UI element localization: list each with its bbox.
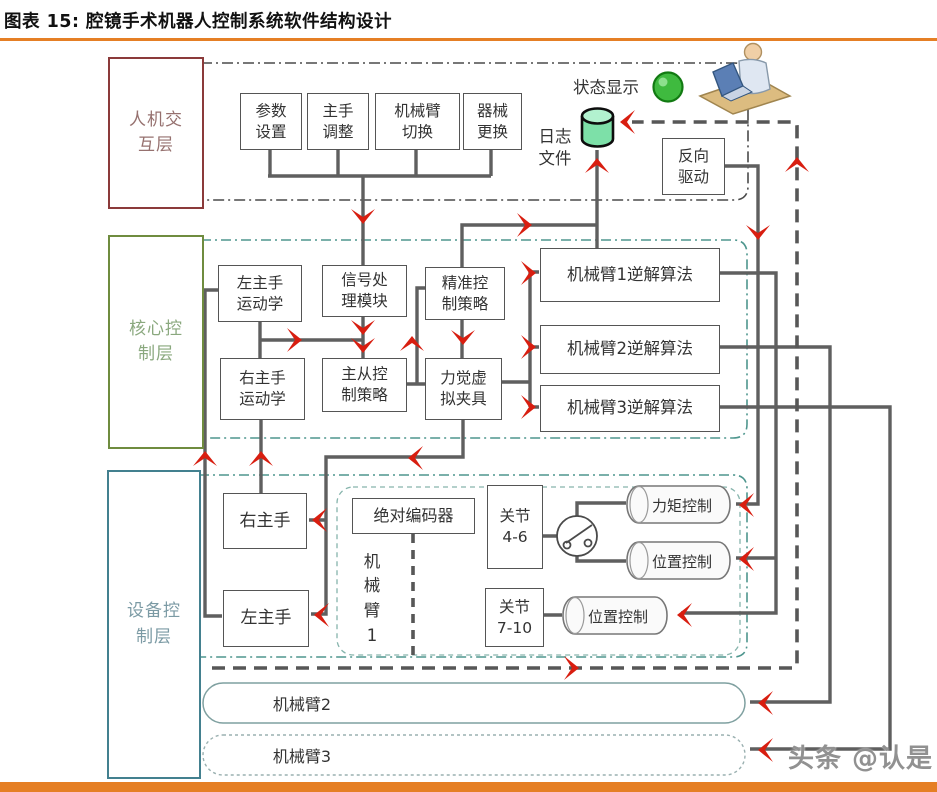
node-joints-4-6: 关节 4-6: [487, 485, 543, 569]
log-file-cylinder-icon: [580, 107, 615, 148]
node-signal-processing: 信号处 理模块: [322, 265, 407, 317]
node-back-drive: 反向 驱动: [662, 138, 725, 195]
figure-title: 图表 15: 腔镜手术机器人控制系统软件结构设计: [4, 12, 393, 32]
device-layer-dashed-border: [199, 474, 748, 658]
layer-label-core: 核心控 制层: [108, 235, 204, 449]
status-display-label: 状态显示: [573, 78, 639, 97]
node-right-master-kinematics: 右主手 运动学: [220, 358, 305, 420]
node-left-master-kinematics: 左主手 运动学: [218, 265, 302, 322]
arm1-container-border: [336, 486, 741, 656]
node-param-settings: 参数 设置: [240, 93, 302, 150]
log-file-label: 日志 文件: [538, 126, 572, 168]
layer-label-device: 设备控 制层: [107, 470, 201, 779]
node-master-adjust: 主手 调整: [307, 93, 369, 150]
node-precise-control: 精准控 制策略: [425, 267, 505, 320]
node-right-master: 右主手: [223, 493, 307, 549]
bottom-bar: [0, 782, 937, 792]
node-arm3-inverse: 机械臂3逆解算法: [540, 385, 720, 432]
torque-control-label: 力矩控制: [651, 496, 712, 515]
controller-cylinders: [562, 485, 731, 635]
arm3-bar-shape: [202, 734, 746, 776]
arm2-bar-label: 机械臂2: [272, 695, 332, 714]
node-arm2-inverse: 机械臂2逆解算法: [540, 325, 720, 374]
watermark: 头条 @认是: [788, 744, 934, 774]
operator-at-desk-icon: [698, 42, 792, 115]
position-control-2-label: 位置控制: [587, 607, 648, 626]
title-underline: [0, 38, 937, 41]
node-arm1-inverse: 机械臂1逆解算法: [540, 248, 720, 302]
position-control-1-label: 位置控制: [651, 552, 712, 571]
node-master-slave-control: 主从控 制策略: [322, 358, 407, 412]
core-layer-dashed-border: [201, 239, 748, 439]
node-instrument-change: 器械 更换: [463, 93, 522, 150]
hmi-layer-dashed-border: [201, 62, 749, 201]
node-arm-switch: 机械臂 切换: [375, 93, 460, 150]
arm1-vertical-label: 机 械 臂 1: [363, 551, 381, 645]
node-joints-7-10: 关节 7-10: [485, 588, 544, 647]
node-left-master: 左主手: [223, 590, 309, 647]
mode-switch-icon: [556, 515, 598, 557]
node-absolute-encoder: 绝对编码器: [352, 498, 475, 534]
node-force-virtual-fixture: 力觉虚 拟夹具: [425, 358, 502, 420]
layer-label-hmi: 人机交 互层: [108, 57, 204, 209]
arm2-bar-shape: [202, 682, 746, 724]
flow-lines: [203, 148, 892, 751]
flow-arrows: [193, 110, 809, 762]
feedback-dashed-lines: [212, 120, 799, 670]
status-light-icon: [652, 71, 684, 103]
arm3-bar-label: 机械臂3: [272, 747, 332, 766]
